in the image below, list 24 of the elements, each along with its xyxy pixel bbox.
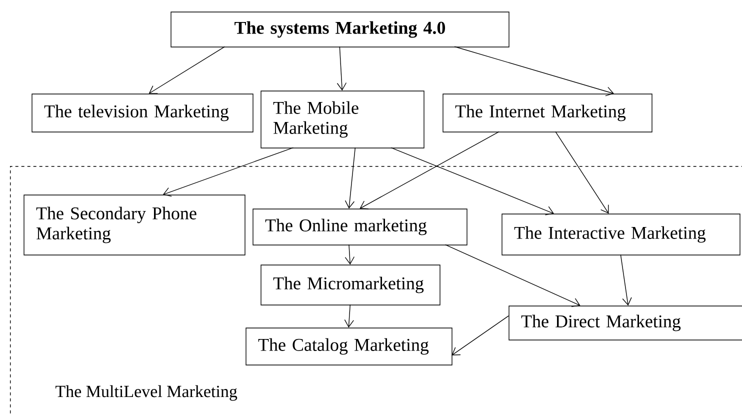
process-box: The Online marketing — [252, 208, 468, 246]
process-box: The Interactive Marketing — [502, 214, 740, 256]
arrow — [336, 46, 347, 91]
arrow — [360, 131, 500, 210]
process-box: The Mobile Marketing — [260, 90, 424, 148]
arrow — [454, 46, 614, 96]
process-box: The Internet Marketing — [442, 94, 652, 132]
arrow — [390, 147, 554, 216]
arrow — [444, 244, 580, 307]
arrow — [162, 147, 294, 197]
arrow — [555, 131, 609, 214]
arrow — [148, 46, 226, 94]
arrow — [620, 254, 632, 306]
process-box: The Secondary Phone Marketing — [24, 194, 246, 256]
process-box: The Micromarketing — [260, 264, 440, 306]
region-label: The MultiLevel Marketing — [56, 385, 238, 401]
process-box: The television Marketing — [32, 94, 254, 132]
arrow — [344, 304, 354, 328]
process-box: The Catalog Marketing — [246, 328, 452, 366]
process-box: The Direct Marketing — [508, 306, 742, 340]
arrow — [344, 147, 356, 209]
title-box: The systems Marketing 4.0 — [170, 12, 510, 48]
arrow — [344, 244, 355, 265]
arrow — [452, 315, 509, 356]
